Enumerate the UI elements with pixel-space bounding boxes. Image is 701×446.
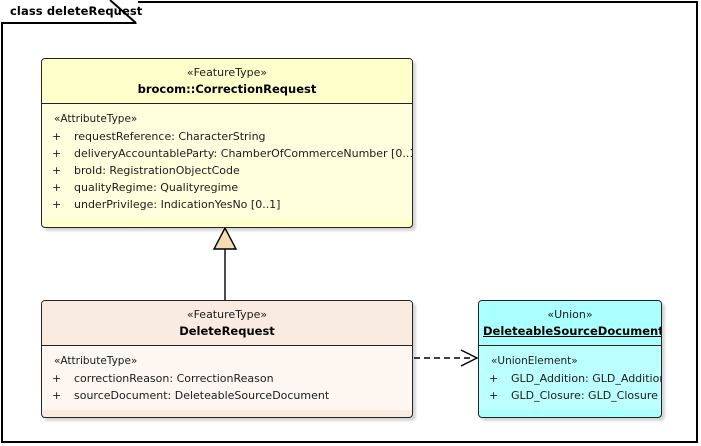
attribute-label: qualityRegime: Qualityregime — [74, 181, 239, 194]
attribute-visibility: + — [52, 372, 62, 385]
class-stereotype: «Union» — [547, 308, 593, 321]
attribute-visibility: + — [489, 372, 499, 385]
attribute-label: correctionReason: CorrectionReason — [74, 372, 274, 385]
attribute-visibility: + — [52, 389, 62, 402]
class-box-deleteable-source-document[interactable]: «Union» DeleteableSourceDocument «UnionE… — [478, 300, 662, 418]
class-header-deleteable-source-document: «Union» DeleteableSourceDocument — [479, 301, 661, 346]
attribute-row[interactable]: + qualityRegime: Qualityregime — [42, 179, 412, 196]
attribute-visibility: + — [52, 164, 62, 177]
dependency-connector — [414, 349, 479, 367]
attribute-row[interactable]: + correctionReason: CorrectionReason — [42, 370, 412, 387]
attribute-visibility: + — [52, 147, 62, 160]
attribute-visibility: + — [52, 181, 62, 194]
class-header-correction-request: «FeatureType» brocom::CorrectionRequest — [42, 59, 412, 104]
attribute-label: deliveryAccountableParty: ChamberOfComme… — [74, 147, 413, 160]
attribute-compartment-stereotype: «AttributeType» — [54, 355, 138, 367]
attribute-label: broId: RegistrationObjectCode — [74, 164, 240, 177]
attribute-compartment-stereotype: «UnionElement» — [491, 355, 578, 367]
attribute-row[interactable]: + broId: RegistrationObjectCode — [42, 162, 412, 179]
class-name: DeleteRequest — [179, 324, 275, 338]
class-name: DeleteableSourceDocument — [483, 324, 662, 338]
attribute-row[interactable]: + GLD_Closure: GLD_Closure — [479, 387, 661, 404]
attribute-label: GLD_Addition: GLD_Addition — [511, 372, 662, 385]
attribute-row[interactable]: + deliveryAccountableParty: ChamberOfComm… — [42, 145, 412, 162]
attribute-label: underPrivilege: IndicationYesNo [0..1] — [74, 198, 281, 211]
attribute-visibility: + — [52, 130, 62, 143]
diagram-title: class deleteRequest — [10, 4, 143, 18]
class-attributes-delete-request: «AttributeType» + correctionReason: Corre… — [42, 346, 412, 410]
class-name: brocom::CorrectionRequest — [137, 82, 317, 96]
attribute-row[interactable]: + underPrivilege: IndicationYesNo [0..1] — [42, 196, 412, 213]
class-box-correction-request[interactable]: «FeatureType» brocom::CorrectionRequest … — [41, 58, 413, 228]
class-box-delete-request[interactable]: «FeatureType» DeleteRequest «AttributeTy… — [41, 300, 413, 418]
class-stereotype: «FeatureType» — [186, 66, 268, 79]
class-header-delete-request: «FeatureType» DeleteRequest — [42, 301, 412, 346]
attribute-visibility: + — [52, 198, 62, 211]
attribute-row[interactable]: + requestReference: CharacterString — [42, 128, 412, 145]
attribute-label: requestReference: CharacterString — [74, 130, 266, 143]
attribute-label: sourceDocument: DeleteableSourceDocument — [74, 389, 330, 402]
attribute-row[interactable]: + GLD_Addition: GLD_Addition — [479, 370, 661, 387]
attribute-row[interactable]: + sourceDocument: DeleteableSourceDocumen… — [42, 387, 412, 404]
attribute-compartment-stereotype: «AttributeType» — [54, 113, 138, 125]
attribute-label: GLD_Closure: GLD_Closure — [511, 389, 658, 402]
class-attributes-deleteable-source-document: «UnionElement» + GLD_Addition: GLD_Additi… — [479, 346, 661, 410]
class-attributes-correction-request: «AttributeType» + requestReference: Chara… — [42, 104, 412, 219]
class-stereotype: «FeatureType» — [186, 308, 268, 321]
generalization-connector — [212, 226, 238, 300]
attribute-visibility: + — [489, 389, 499, 402]
